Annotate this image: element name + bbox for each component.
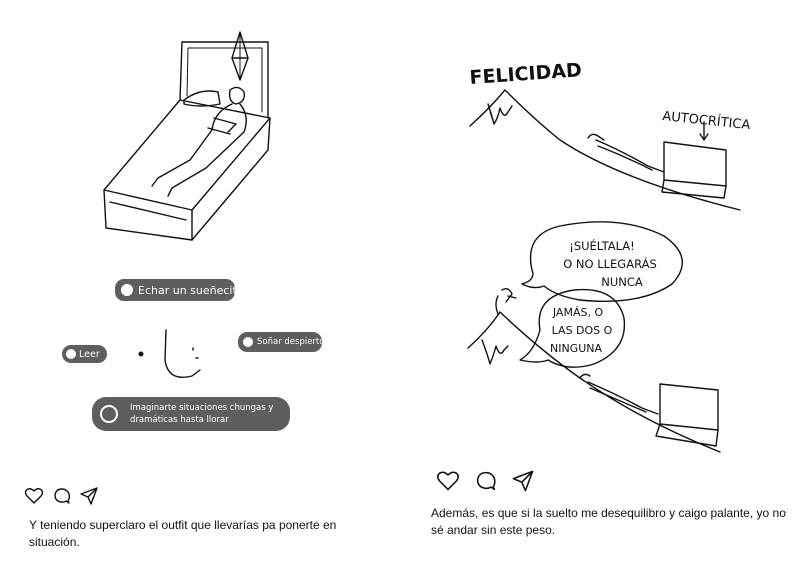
option-ring-icon: [100, 405, 118, 423]
plumbob-drawing: [231, 31, 249, 81]
bed-drawing: [103, 41, 271, 241]
speech-bubble-2-shape: [519, 288, 626, 368]
speech-1-line-1: ¡SUÉLTALA!: [569, 238, 635, 253]
speech-2-line-2: LAS DOS O: [552, 324, 613, 337]
option-imagine-label: Imaginarte situaciones chungas y dramáti…: [130, 403, 274, 425]
left-like-button[interactable]: [23, 485, 45, 507]
option-nap-button[interactable]: Echar un sueñecito: [115, 279, 244, 301]
option-daydream-label: Soñar despierto: [257, 337, 325, 347]
speech-bubble-1-text: ¡SUÉLTALA! O NO LLEGARÁS NUNCA: [563, 238, 657, 289]
left-caption: Y teniendo superclaro el outfit que llev…: [29, 518, 337, 549]
speech-bubble-1-shape: [521, 221, 683, 302]
heart-icon: [24, 488, 44, 504]
option-dot-icon: [243, 337, 253, 347]
option-dot-icon: [66, 349, 76, 359]
comment-icon: [476, 471, 496, 491]
left-share-button[interactable]: [78, 485, 100, 507]
option-nap-label: Echar un sueñecito: [138, 283, 244, 297]
share-icon: [512, 470, 534, 492]
comment-icon: [54, 488, 71, 504]
share-icon: [80, 487, 98, 505]
option-read-button[interactable]: Leer: [62, 345, 107, 363]
option-daydream-button[interactable]: Soñar despierto: [238, 332, 325, 352]
option-imagine-button[interactable]: Imaginarte situaciones chungas y dramáti…: [92, 397, 290, 431]
felicidad-label: FELICIDAD: [469, 59, 583, 89]
speech-1-line-2: O NO LLEGARÁS: [563, 256, 657, 271]
option-dot-icon: [121, 284, 133, 296]
heart-icon: [437, 471, 459, 491]
mountain-bottom-drawing: [467, 287, 721, 453]
option-read-label: Leer: [79, 348, 100, 360]
right-caption: Además, es que si la suelto me desequili…: [431, 506, 786, 537]
right-comment-button[interactable]: [473, 468, 499, 494]
left-comment-button[interactable]: [51, 485, 73, 507]
autocritica-label: AUTOCRÍTICA: [662, 108, 752, 133]
speech-bubble-2-text: JAMÁS, O LAS DOS O NINGUNA: [550, 306, 613, 355]
speech-2-line-3: NINGUNA: [550, 342, 603, 355]
mountain-top-drawing: [469, 89, 741, 211]
speech-2-line-1: JAMÁS, O: [552, 306, 604, 319]
right-like-button[interactable]: [435, 468, 461, 494]
face-doodle: [138, 329, 201, 378]
right-share-button[interactable]: [510, 468, 536, 494]
speech-1-line-3: NUNCA: [601, 275, 643, 289]
